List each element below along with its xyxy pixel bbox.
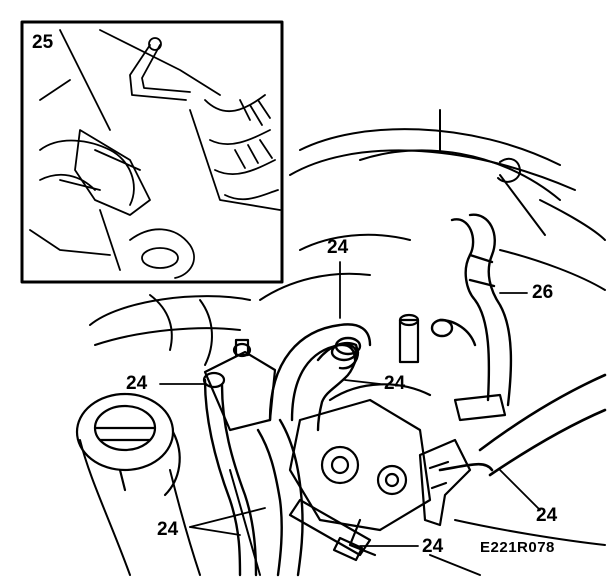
inset-label: 25 (32, 32, 54, 53)
inset-view (20, 20, 284, 284)
hose-left-down (203, 378, 304, 577)
leader-lines (159, 261, 541, 547)
callout-right-hose: 24 (536, 505, 558, 526)
figure-reference-code: E221R078 (480, 539, 555, 556)
valve-body (288, 313, 432, 557)
hose-right (438, 373, 607, 477)
callout-return-line: 26 (532, 282, 554, 303)
callout-bottom-left-hoses: 24 (157, 519, 179, 540)
return-line-26 (430, 213, 513, 407)
engine-background (79, 109, 606, 576)
callout-left-pipe: 24 (126, 373, 148, 394)
callout-bottom-fitting: 24 (422, 536, 444, 557)
callout-mid-hose: 24 (384, 373, 406, 394)
left-nipple (202, 338, 277, 432)
hose-upper-right (497, 157, 546, 236)
clip-bracket (288, 393, 507, 562)
callout-top-hose: 24 (327, 237, 349, 258)
reservoir-cap (75, 392, 181, 497)
hose-elbow (268, 323, 372, 432)
